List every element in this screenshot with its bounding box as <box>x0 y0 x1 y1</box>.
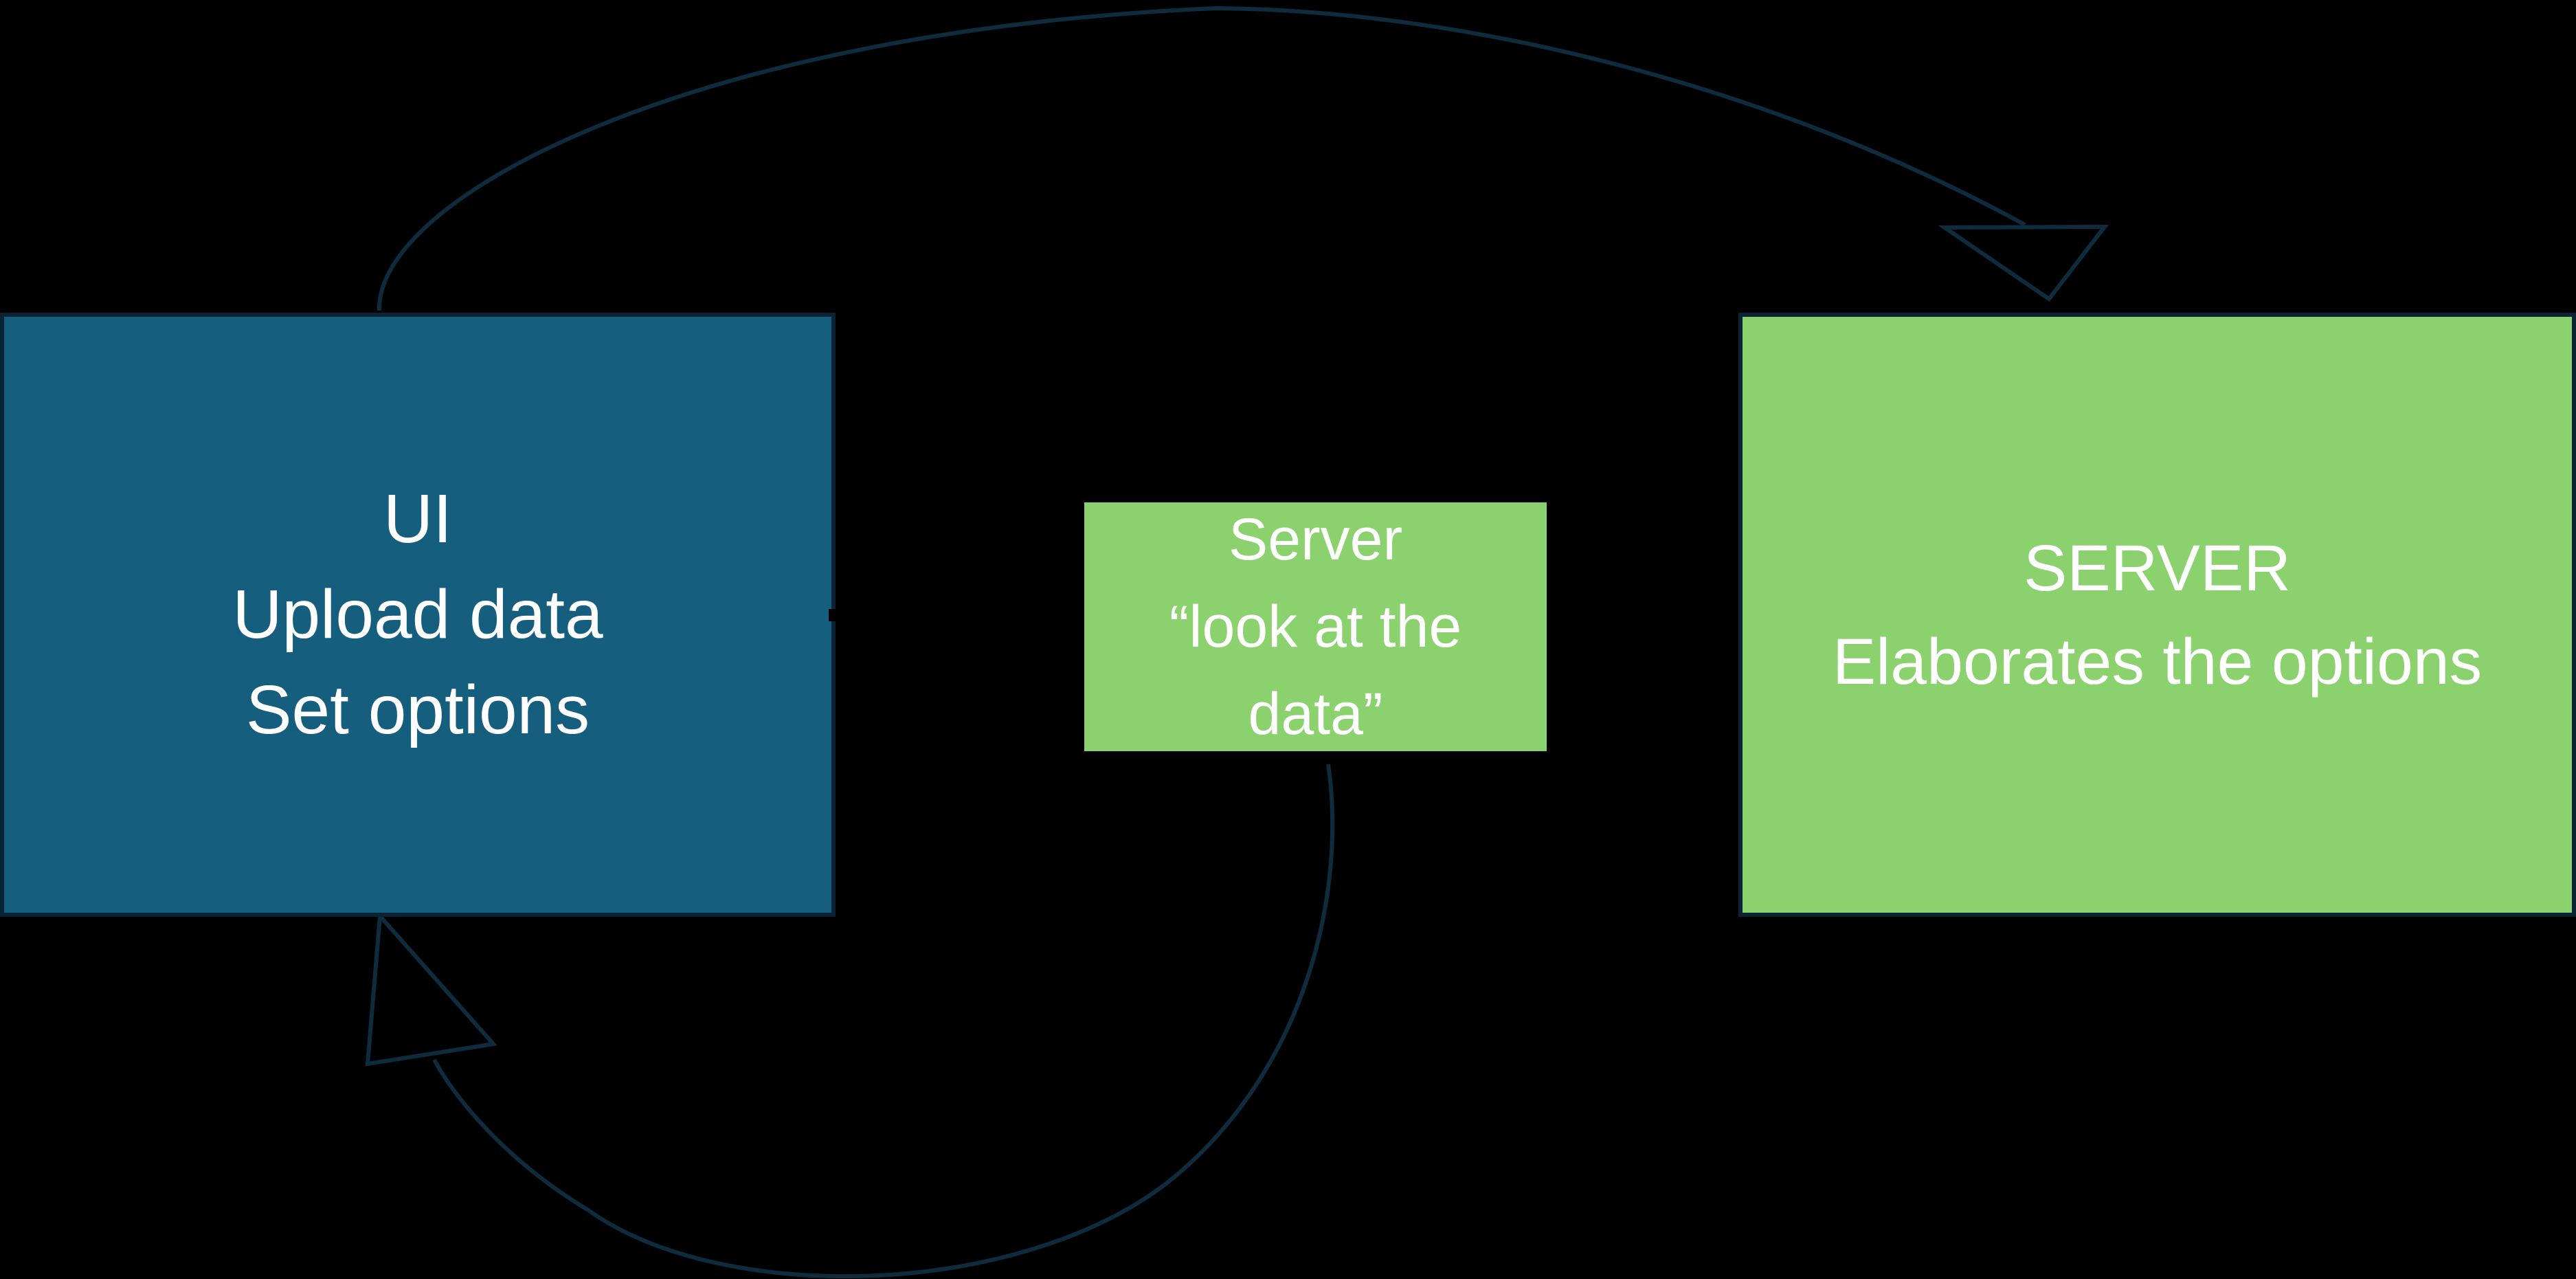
node-server-note-line-2: “look at the <box>1169 593 1462 660</box>
node-server-note-line-1: Server <box>1228 506 1403 572</box>
node-ui-line-2: Upload data <box>232 576 603 653</box>
node-server-main-line-1: SERVER <box>2024 531 2291 605</box>
node-server-note-line-3: data” <box>1248 680 1383 747</box>
node-ui-line-1: UI <box>383 480 452 557</box>
node-ui: UI Upload data Set options <box>0 313 836 917</box>
arrowhead-ui-to-server-icon <box>1938 224 2109 302</box>
node-server-note: Server “look at the data” <box>1084 502 1547 751</box>
node-server-main-line-2: Elaborates the options <box>1832 625 2483 698</box>
node-server-main: SERVER Elaborates the options <box>1738 313 2576 917</box>
arrowhead-server-note-to-ui-icon <box>365 911 497 1067</box>
ui-box-border-notch <box>829 609 838 621</box>
arrow-ui-to-server <box>377 5 2026 311</box>
arrow-server-note-to-ui <box>432 764 1335 1278</box>
node-ui-line-3: Set options <box>245 671 590 748</box>
